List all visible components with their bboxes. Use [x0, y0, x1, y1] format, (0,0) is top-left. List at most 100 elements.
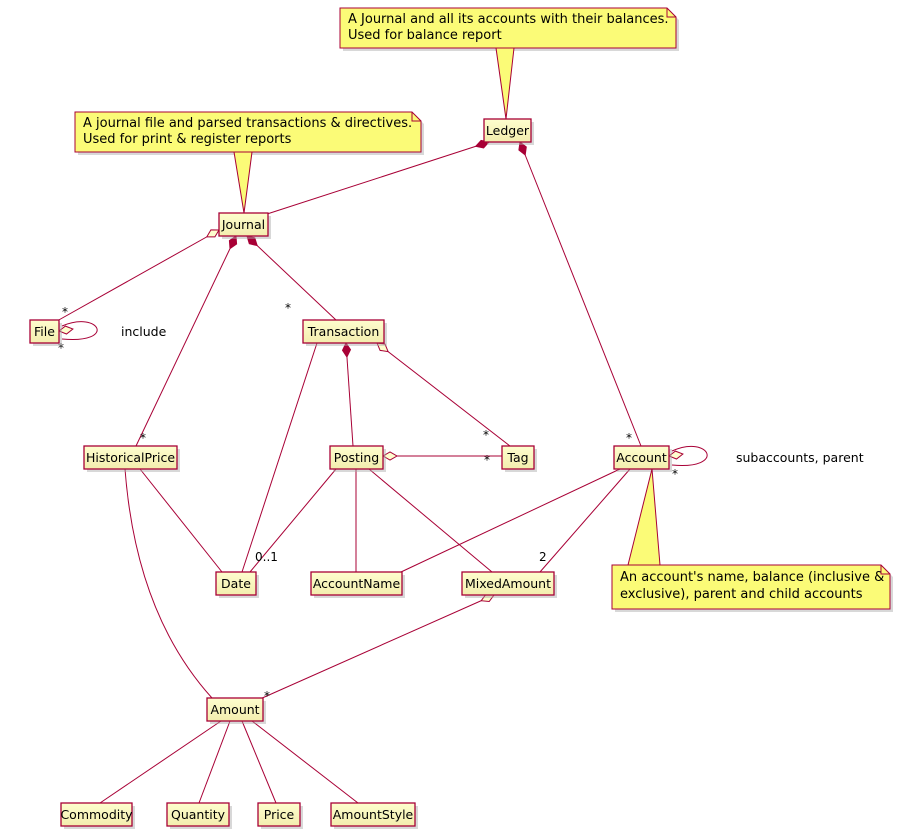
multiplicity-label-file-include: * — [58, 341, 64, 355]
edge-historicalprice-amount — [124, 468, 213, 699]
class-node-box-mixedamount — [461, 571, 555, 596]
class-label-journal: Journal — [221, 217, 265, 232]
note-pointer-note-account — [628, 469, 660, 565]
multiplicity-label-posting-tag: * — [484, 453, 490, 467]
class-node-ledger: Ledger — [483, 118, 534, 145]
self-loop-edge-account-self — [671, 445, 708, 466]
note-pointer-note-journal — [234, 152, 252, 213]
class-label-tag: Tag — [506, 450, 528, 465]
class-label-amountstyle: AmountStyle — [333, 807, 414, 822]
class-node-amount: Amount — [206, 697, 266, 724]
self-loop-edge-file-include — [61, 321, 98, 340]
class-label-transaction: Transaction — [307, 324, 380, 339]
class-node-account: Account — [613, 445, 672, 472]
multiplicity-label-transaction-tag: * — [483, 428, 489, 442]
note-journal: A journal file and parsed transactions &… — [74, 111, 424, 214]
class-label-posting: Posting — [334, 450, 379, 465]
class-node-posting: Posting — [329, 445, 386, 472]
edge-account-accountname — [400, 468, 621, 573]
aggregation-diamond-posting-tag — [381, 451, 399, 461]
multiplicity-label-journal-historicalprice: * — [140, 431, 146, 445]
class-node-accountname: AccountName — [310, 571, 405, 598]
class-node-box-posting — [329, 445, 384, 470]
class-label-quantity: Quantity — [171, 807, 226, 822]
class-label-ledger: Ledger — [486, 123, 530, 138]
edge-posting-mixedamount — [368, 468, 493, 573]
edge-journal-historicalprice — [135, 235, 237, 447]
edge-transaction-posting — [345, 342, 354, 447]
aggregation-diamond-transaction-tag — [376, 342, 389, 353]
class-node-box-accountname — [310, 571, 403, 596]
composition-diamond-ledger-account — [518, 141, 527, 156]
multiplicity-label-journal-file: * — [62, 305, 68, 319]
class-label-mixedamount: MixedAmount — [465, 576, 551, 591]
note-text-line: A Journal and all its accounts with thei… — [348, 12, 669, 27]
note-pointer-border — [233, 151, 253, 214]
edge-journal-file — [56, 229, 220, 322]
class-node-box-account — [613, 445, 670, 470]
note-fold-corner-icon — [880, 565, 890, 575]
edge-transaction-tag — [376, 342, 511, 447]
note-body-note-account — [611, 564, 891, 610]
composition-diamond-journal-historicalprice — [228, 235, 238, 250]
class-label-accountname: AccountName — [313, 576, 401, 591]
aggregation-diamond-account-self — [667, 450, 684, 460]
aggregation-diamond-file-include — [57, 325, 74, 335]
class-node-mixedamount: MixedAmount — [461, 571, 557, 598]
edge-amount-quantity — [198, 720, 231, 804]
multiplicity-label-account-mixedamount: 2 — [539, 550, 547, 564]
class-node-transaction: Transaction — [302, 319, 387, 346]
notes-layer: A Journal and all its accounts with thei… — [74, 7, 893, 612]
class-label-commodity: Commodity — [60, 807, 133, 822]
note-body-note-journal — [74, 111, 422, 153]
class-node-box-amountstyle — [330, 802, 416, 827]
edge-label-file-include: include — [121, 324, 167, 339]
class-node-date: Date — [215, 571, 259, 598]
class-node-box-date — [215, 571, 257, 596]
edge-ledger-journal — [263, 141, 490, 216]
class-label-price: Price — [264, 807, 295, 822]
aggregation-diamond-journal-file — [205, 229, 220, 238]
class-label-amount: Amount — [210, 702, 259, 717]
note-body-note-ledger — [339, 7, 677, 49]
note-text-line: Used for balance report — [348, 28, 502, 43]
class-node-quantity: Quantity — [166, 802, 232, 829]
class-node-file: File — [29, 319, 62, 346]
class-node-box-historicalprice — [83, 445, 178, 470]
class-label-file: File — [34, 324, 55, 339]
edge-posting-date — [249, 468, 337, 573]
edge-amount-amountstyle — [251, 720, 359, 804]
note-pointer-border — [495, 47, 515, 120]
note-text-line: An account's name, balance (inclusive & — [620, 570, 884, 585]
class-label-historicalprice: HistoricalPrice — [86, 450, 175, 465]
class-node-box-ledger — [483, 118, 532, 143]
note-text-line: exclusive), parent and child accounts — [620, 587, 863, 602]
edge-account-mixedamount — [539, 468, 631, 573]
note-fold-corner-icon — [411, 112, 421, 122]
class-node-price: Price — [257, 802, 303, 829]
multiplicity-label-posting-date: 0..1 — [255, 550, 278, 564]
note-account: An account's name, balance (inclusive & e… — [611, 468, 893, 612]
multiplicity-label-ledger-account: * — [626, 431, 632, 445]
class-node-box-amount — [206, 697, 264, 722]
class-node-tag: Tag — [501, 445, 537, 472]
class-node-historicalprice: HistoricalPrice — [83, 445, 180, 472]
class-node-box-file — [29, 319, 60, 344]
class-label-date: Date — [221, 576, 251, 591]
note-text-line: Used for print & register reports — [83, 132, 292, 147]
class-label-account: Account — [616, 450, 667, 465]
edge-amount-commodity — [99, 720, 222, 804]
class-node-commodity: Commodity — [60, 802, 135, 829]
edge-mixedamount-amount — [259, 594, 495, 700]
note-pointer-border — [627, 468, 661, 566]
class-node-amountstyle: AmountStyle — [330, 802, 418, 829]
multiplicity-label-journal-transaction: * — [285, 301, 291, 315]
edge-label-account-self: subaccounts, parent — [736, 450, 864, 465]
edge-journal-transaction — [246, 235, 337, 321]
note-pointer-note-ledger — [496, 48, 514, 119]
multiplicity-label-account-self: * — [672, 467, 678, 481]
composition-diamond-transaction-posting — [341, 341, 352, 359]
